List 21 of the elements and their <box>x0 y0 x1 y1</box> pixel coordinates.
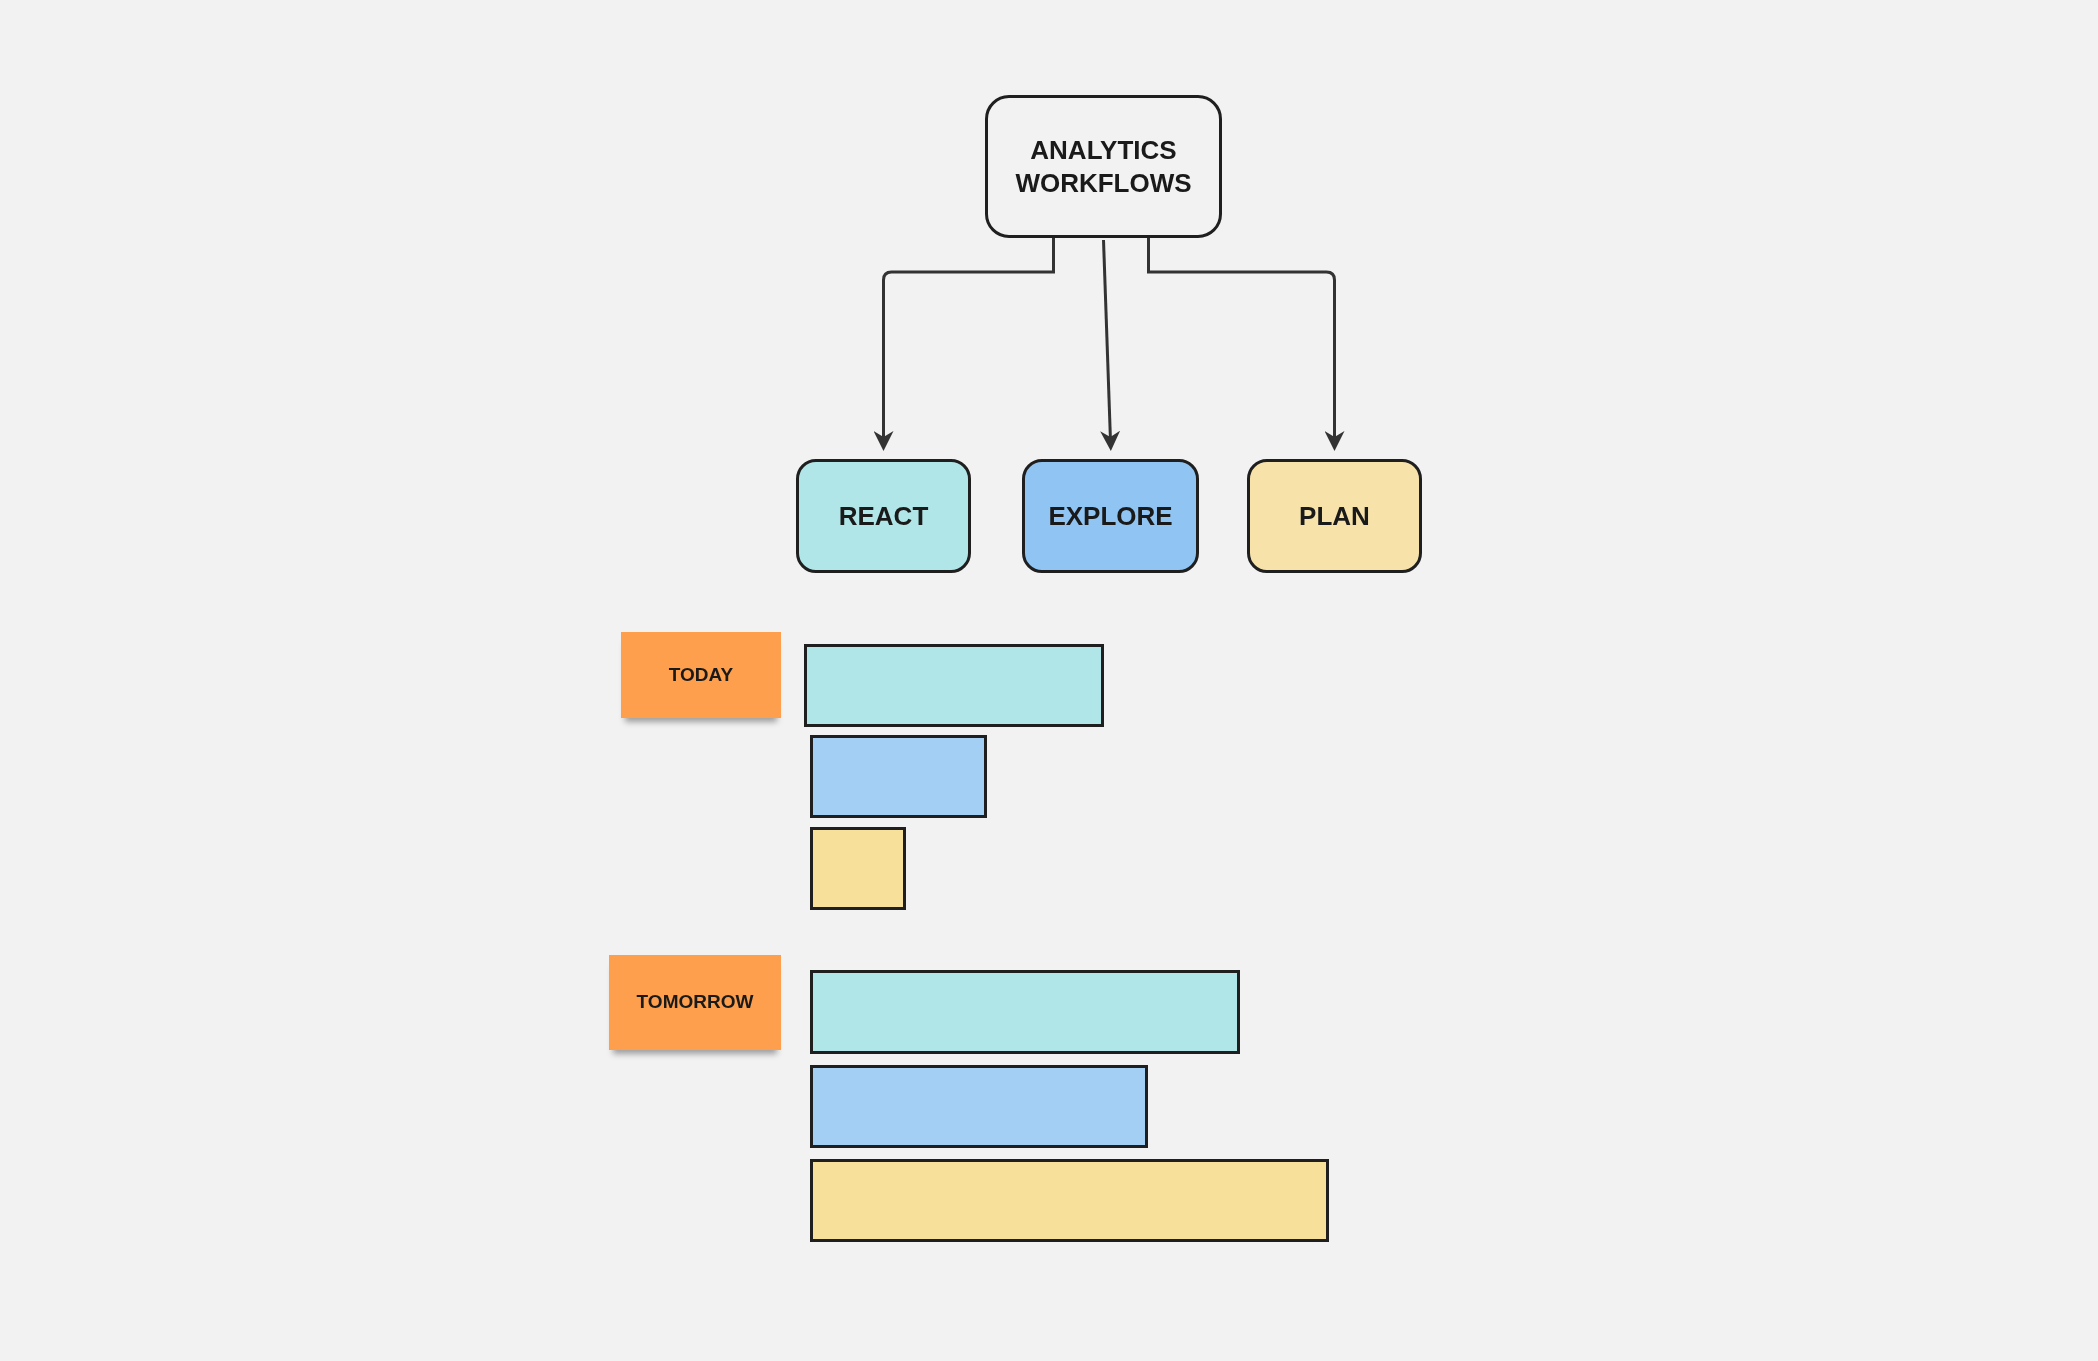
node-label: TOMORROW <box>636 990 754 1015</box>
process-box <box>1247 459 1422 573</box>
sticky-note <box>609 955 781 1050</box>
arrow <box>873 238 1055 451</box>
bar <box>810 970 1240 1054</box>
sticky-note <box>621 632 781 718</box>
arrow <box>1147 238 1345 451</box>
process-box <box>985 95 1222 238</box>
process-box <box>796 459 971 573</box>
bar <box>810 827 906 910</box>
bar <box>810 735 987 818</box>
node-label: REACT <box>838 499 929 533</box>
bar <box>810 1065 1148 1148</box>
process-box <box>1022 459 1199 573</box>
arrow <box>1100 239 1121 451</box>
node-label: ANALYTICS WORKFLOWS <box>1014 133 1193 200</box>
node-label: TODAY <box>668 662 734 687</box>
bar <box>804 644 1104 727</box>
node-label: PLAN <box>1299 499 1370 533</box>
node-label: EXPLORE <box>1048 499 1173 533</box>
bar <box>810 1159 1329 1242</box>
